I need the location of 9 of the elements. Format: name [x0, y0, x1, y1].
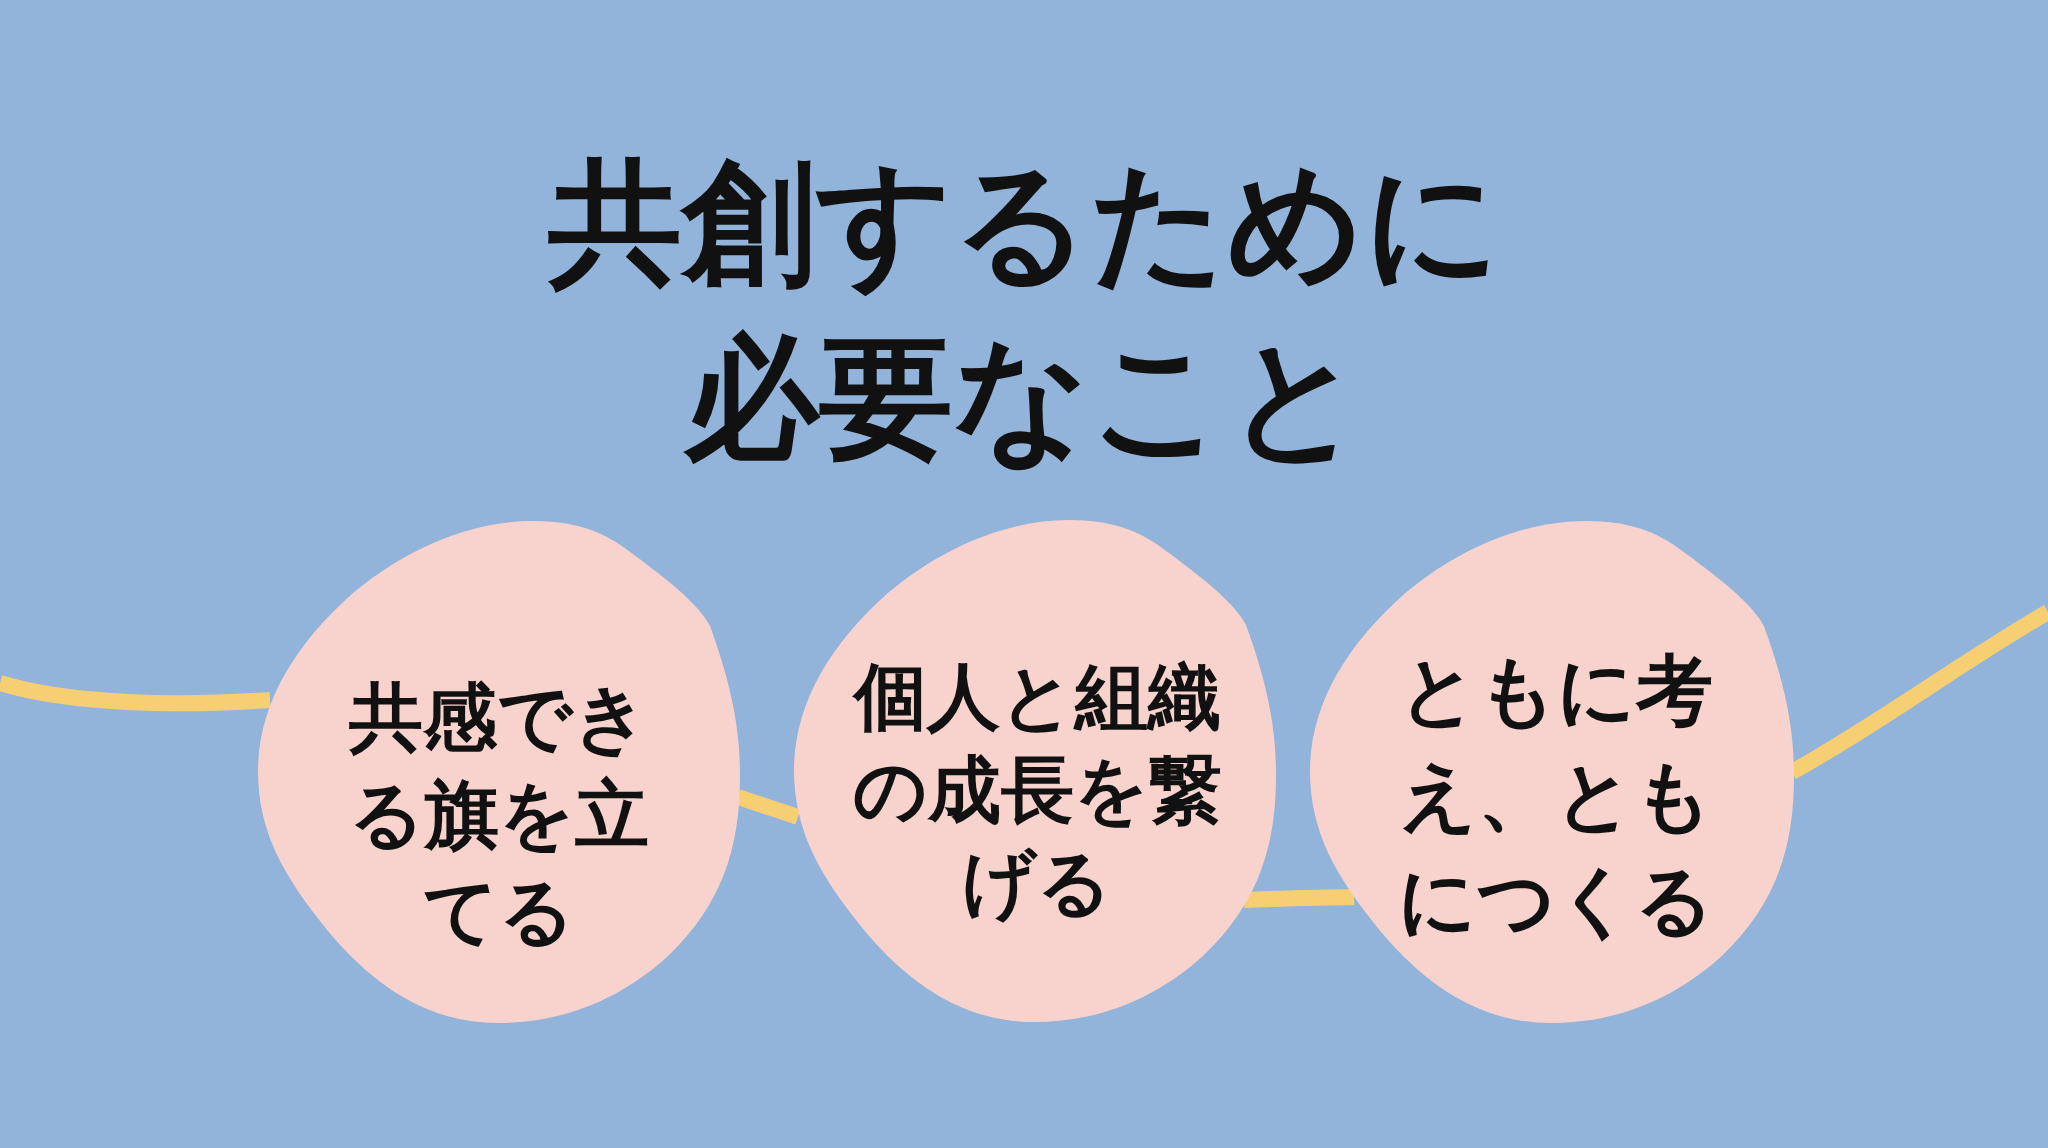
node-text: 個人と組織の成長を繋げる: [851, 653, 1223, 927]
blob-shape: [794, 520, 1276, 1022]
blob-shape: [1310, 521, 1794, 1023]
connector-line: [1243, 889, 1355, 908]
title: 共創するために必要なこと: [546, 144, 1502, 478]
node-text: ともに考え、ともにつくる: [1397, 645, 1715, 947]
node-text: 共感できる旗を立てる: [348, 673, 650, 956]
connector-line: [0, 675, 271, 712]
blob-shape: [258, 521, 740, 1023]
